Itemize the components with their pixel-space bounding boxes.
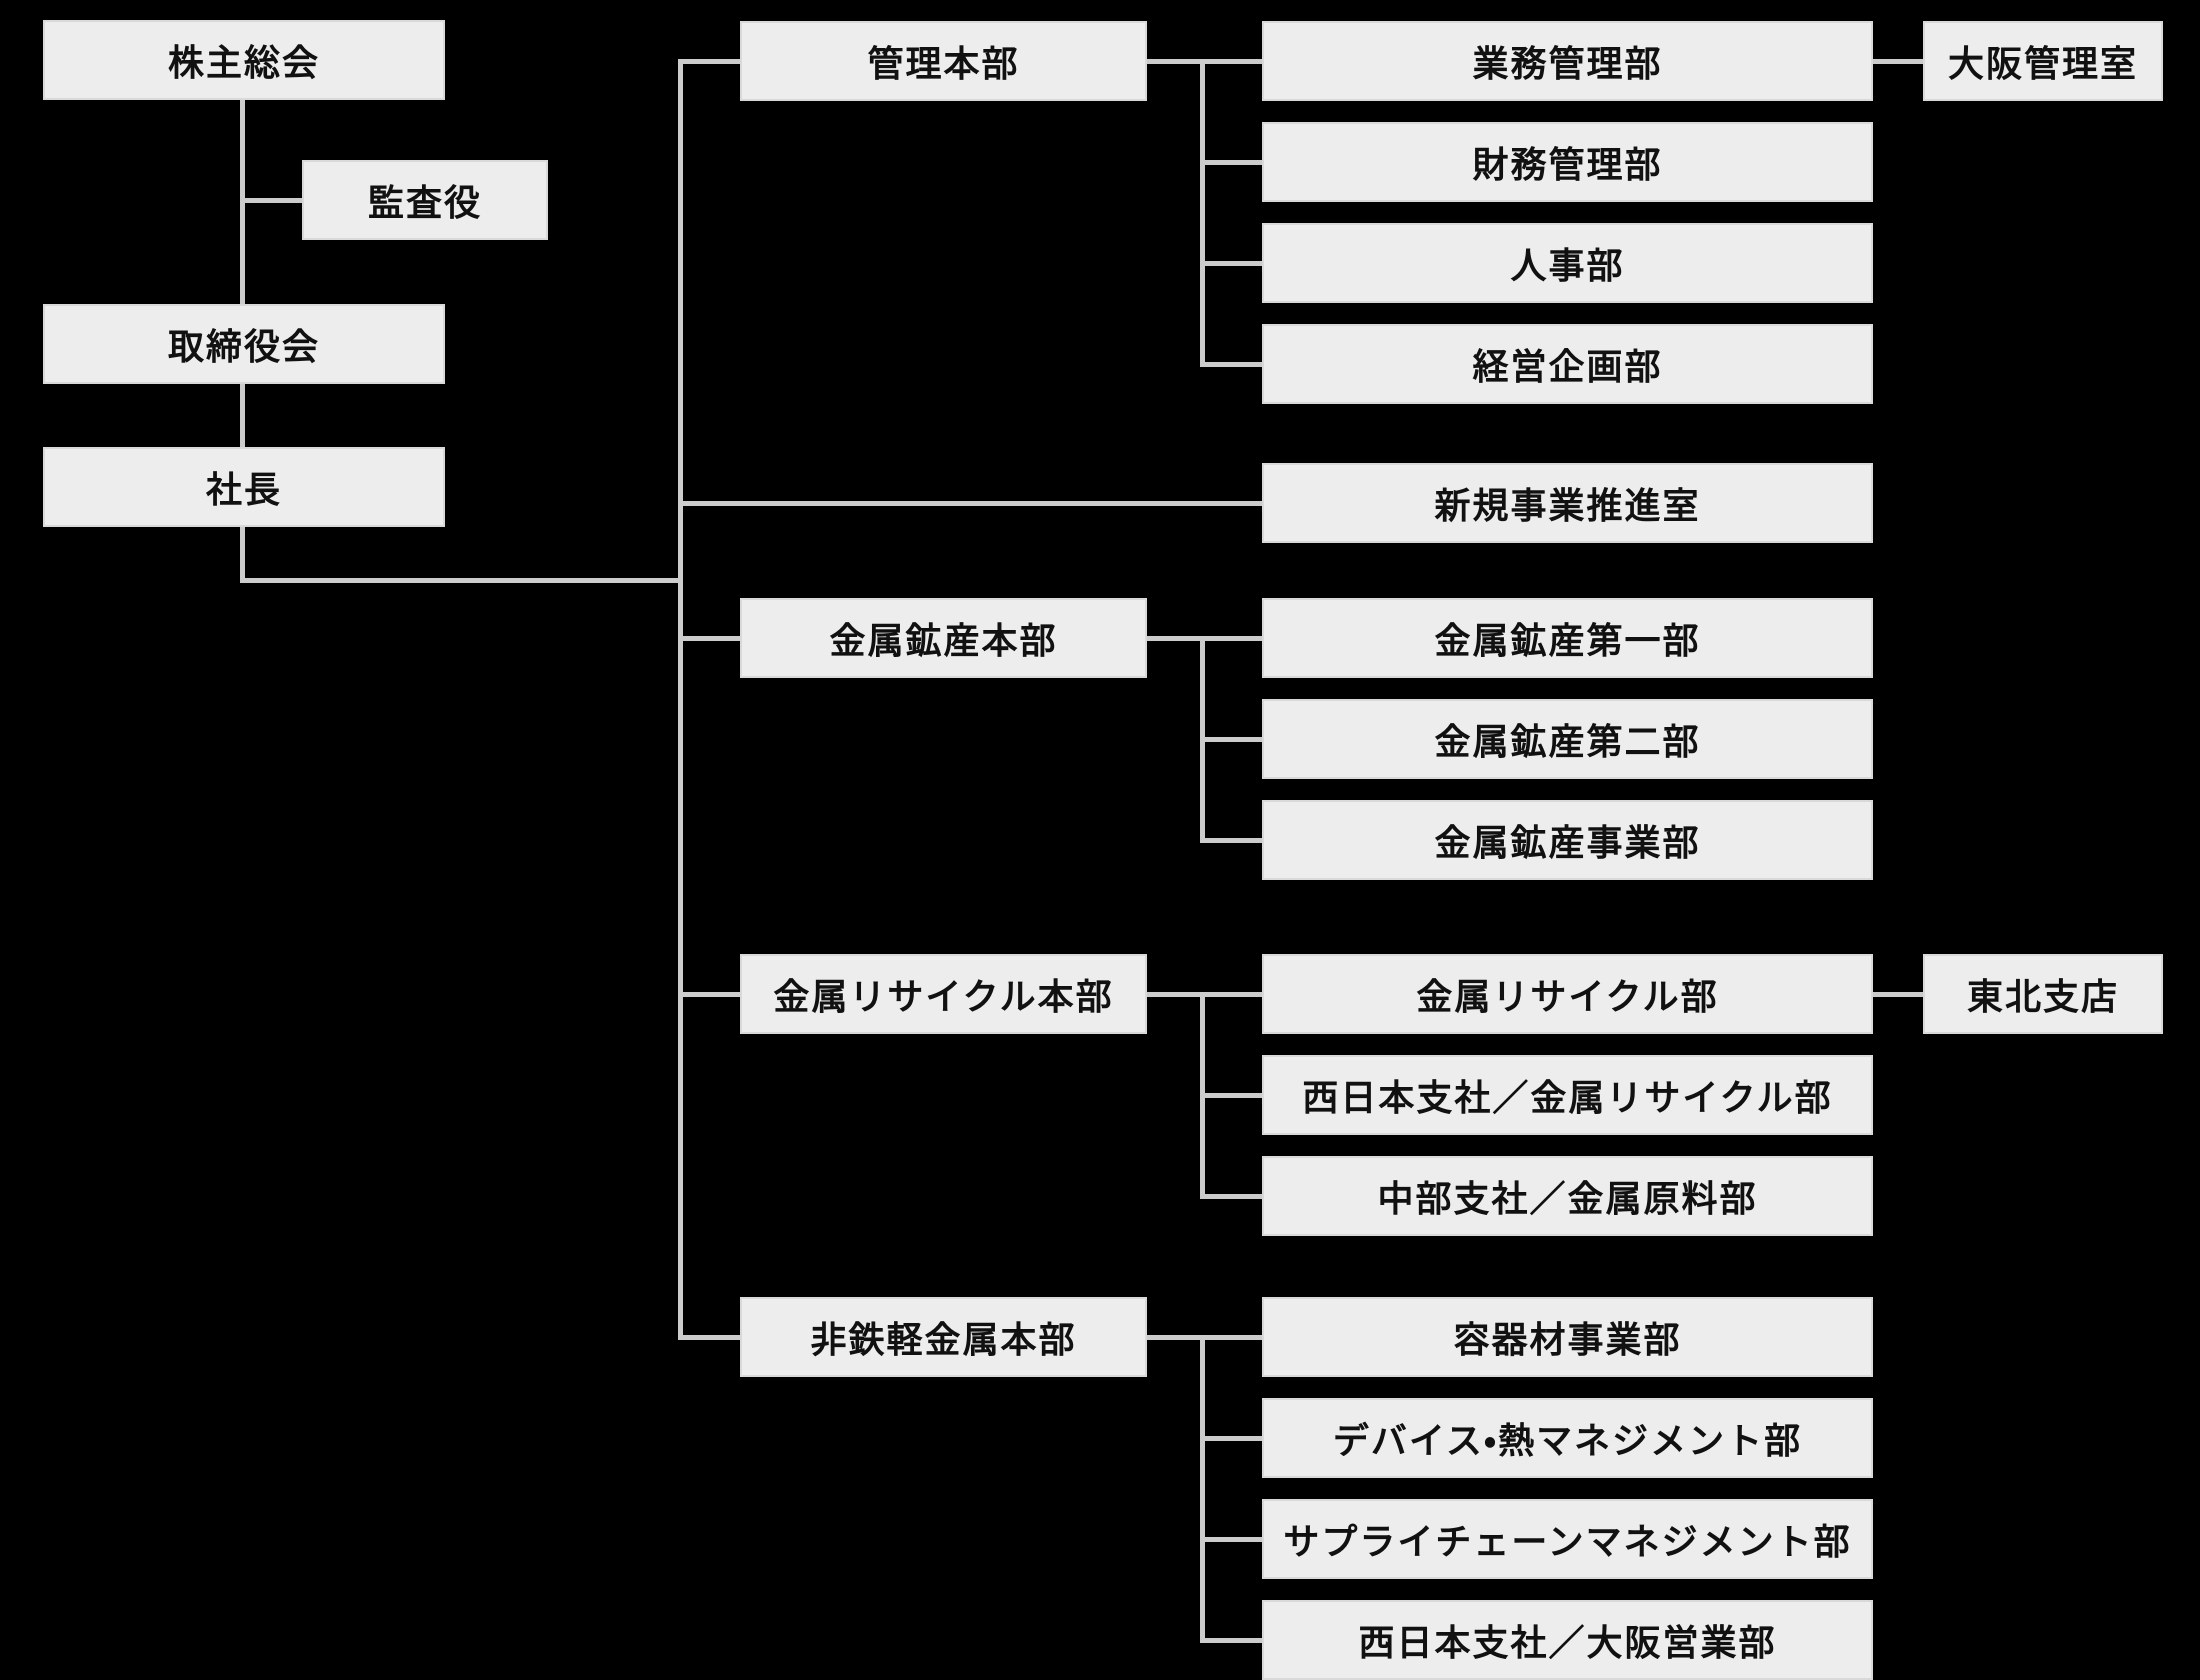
node-admin-hq: 管理本部: [740, 21, 1147, 101]
connector-president-elbow: [240, 578, 683, 583]
node-osaka-admin-office: 大阪管理室: [1923, 21, 2163, 101]
node-device-thermal-mgmt-dept: デバイス・熱マネジメント部: [1262, 1398, 1873, 1478]
node-metal-mining-dept-2: 金属鉱産第二部: [1262, 699, 1873, 779]
connector-stub-new-business: [678, 501, 1264, 506]
node-business-admin-dept: 業務管理部: [1262, 21, 1873, 101]
connector-stub-metal-recycling-hq: [678, 992, 742, 997]
connector-stub-metal-mining-hq: [678, 636, 742, 641]
connector-tohoku-branch-h: [1873, 992, 1923, 997]
node-metal-mining-hq: 金属鉱産本部: [740, 598, 1147, 678]
connector-stub-planning: [1200, 362, 1262, 367]
connector-stub-admin-hq: [678, 59, 742, 64]
node-auditor: 監査役: [302, 160, 548, 240]
connector-stub-device: [1200, 1436, 1262, 1441]
node-nonferrous-light-metal-hq: 非鉄軽金属本部: [740, 1297, 1147, 1377]
node-finance-admin-dept: 財務管理部: [1262, 122, 1873, 202]
node-west-japan-metal-recycling-dept: 西日本支社／金属リサイクル部: [1262, 1055, 1873, 1135]
node-container-material-dept: 容器材事業部: [1262, 1297, 1873, 1377]
node-president: 社長: [43, 447, 445, 527]
node-chubu-metal-raw-material-dept: 中部支社／金属原料部: [1262, 1156, 1873, 1236]
connector-nonferrous-children-spine: [1200, 1335, 1205, 1642]
node-west-japan-osaka-sales-dept: 西日本支社／大阪営業部: [1262, 1600, 1873, 1680]
connector-stub-west-recycling: [1200, 1093, 1262, 1098]
connector-stub-nonferrous-hq: [678, 1335, 742, 1340]
connector-main-spine: [678, 59, 683, 1340]
node-board-of-directors: 取締役会: [43, 304, 445, 384]
node-corporate-planning-dept: 経営企画部: [1262, 324, 1873, 404]
connector-stub-supply-chain: [1200, 1537, 1262, 1542]
connector-stub-mining2: [1200, 737, 1262, 742]
connector-admin-children-spine: [1200, 59, 1205, 366]
connector-stub-west-osaka: [1200, 1638, 1262, 1643]
connector-stub-finance: [1200, 160, 1262, 165]
connector-stub-hr: [1200, 261, 1262, 266]
node-hr-dept: 人事部: [1262, 223, 1873, 303]
connector-auditor-branch: [240, 198, 302, 203]
node-metal-recycling-dept: 金属リサイクル部: [1262, 954, 1873, 1034]
node-tohoku-branch: 東北支店: [1923, 954, 2163, 1034]
connector-stub-chubu: [1200, 1194, 1262, 1199]
node-metal-mining-business-dept: 金属鉱産事業部: [1262, 800, 1873, 880]
node-new-business-promotion-office: 新規事業推進室: [1262, 463, 1873, 543]
connector-stub-mining-business: [1200, 838, 1262, 843]
node-shareholders-meeting: 株主総会: [43, 20, 445, 100]
connector-osaka-office-h: [1873, 59, 1923, 64]
node-supply-chain-mgmt-dept: サプライチェーンマネジメント部: [1262, 1499, 1873, 1579]
node-metal-mining-dept-1: 金属鉱産第一部: [1262, 598, 1873, 678]
node-metal-recycling-hq: 金属リサイクル本部: [740, 954, 1147, 1034]
